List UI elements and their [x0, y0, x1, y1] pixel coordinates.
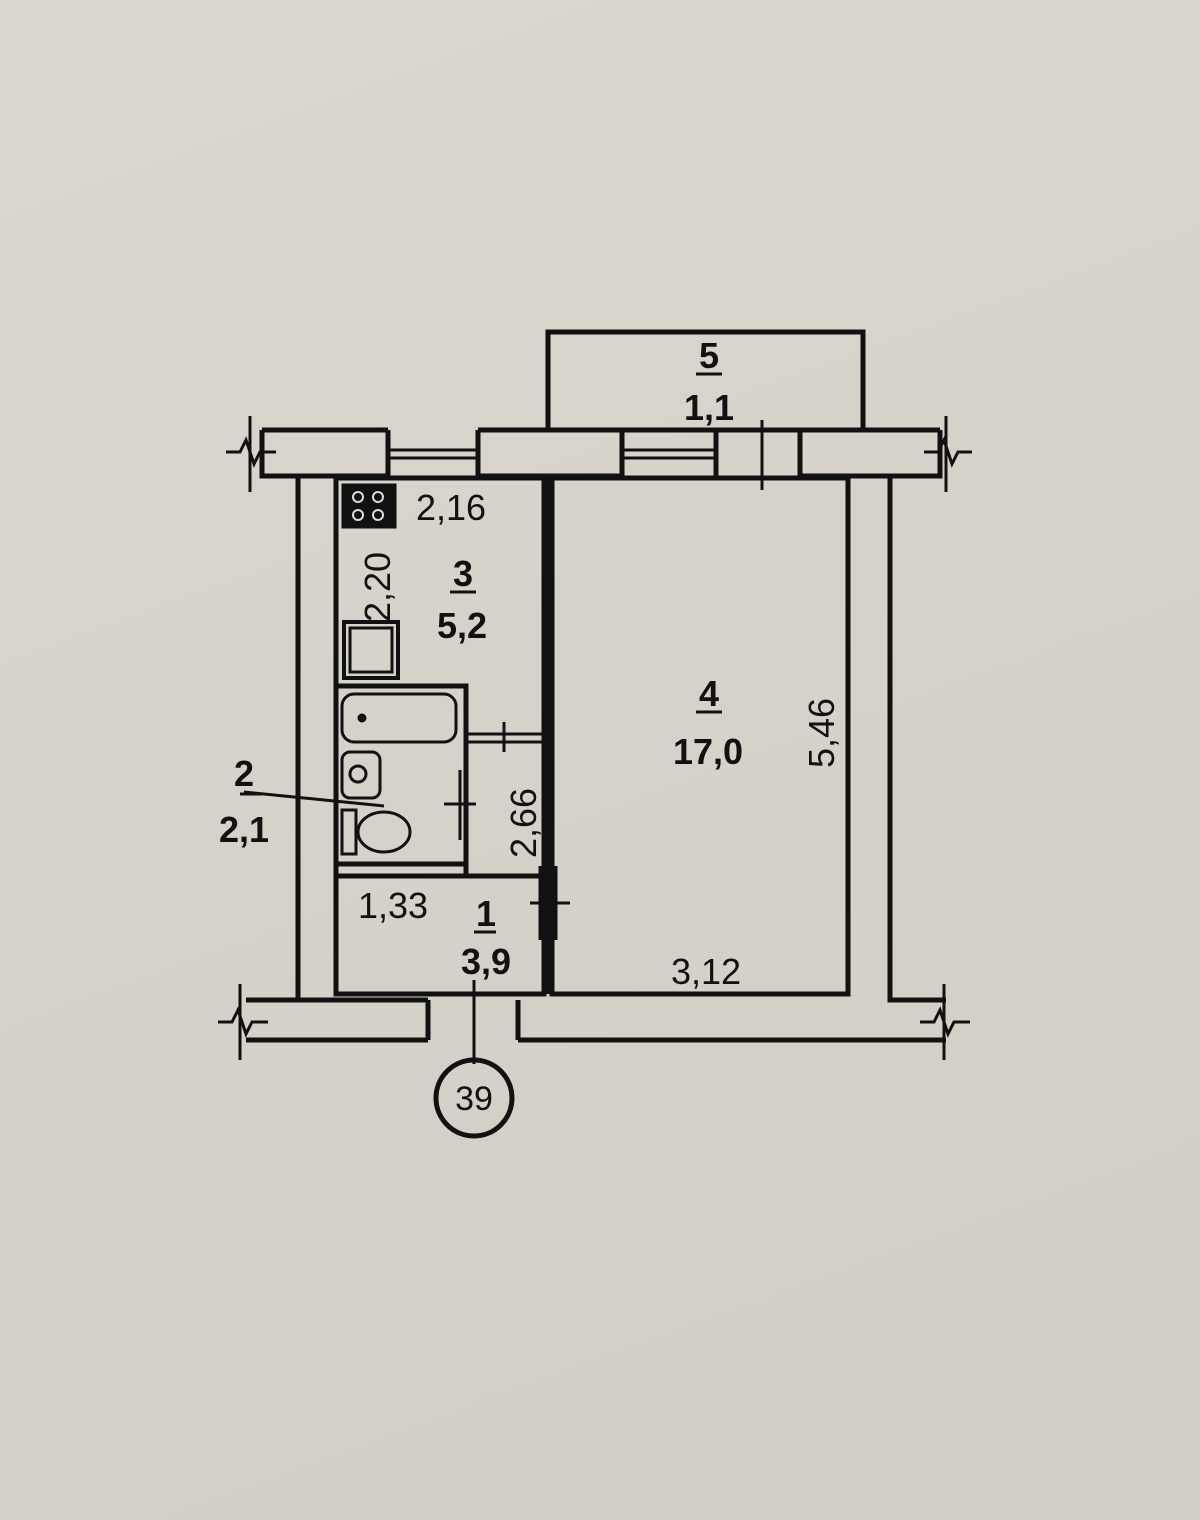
kitchen-window: [385, 430, 481, 476]
room-5-number: 5: [699, 335, 719, 376]
room-2-number: 2: [234, 753, 254, 794]
room-width-dim: 3,12: [671, 951, 741, 992]
room-4-area: 17,0: [673, 731, 743, 772]
room-4-number: 4: [699, 673, 719, 714]
toilet-icon: [340, 808, 412, 856]
room-2-area: 2,1: [219, 809, 269, 850]
hall-width-dim: 1,33: [358, 885, 428, 926]
kitchen-length-dim: 2,20: [357, 552, 398, 622]
sink-icon: [340, 750, 382, 800]
room-window: [619, 430, 719, 476]
kitchen-width-dim: 2,16: [416, 487, 486, 528]
balcony-outline: [545, 329, 866, 433]
outer-wall-right-inner: [887, 430, 946, 1003]
room-1-number: 1: [476, 893, 496, 934]
apartment-number-circle: [433, 1057, 515, 1139]
wall-break-marks: [218, 416, 972, 1060]
room-3-number: 3: [453, 553, 473, 594]
room-length-dim: 5,46: [801, 698, 842, 768]
bathroom-outline: [333, 683, 469, 867]
stove-icon: [341, 483, 397, 529]
room-1-area: 3,9: [461, 941, 511, 982]
room-3-area: 5,2: [437, 605, 487, 646]
kitchen-sink-icon: [342, 620, 400, 680]
bathtub-icon: [340, 692, 458, 744]
room-4-outline: [549, 475, 851, 997]
door-bathroom: [444, 770, 476, 840]
door-room-4: [530, 866, 570, 940]
door-bath-kitchen: [466, 722, 544, 752]
room-2-leader: [243, 790, 385, 808]
room-5-area: 1,1: [684, 387, 734, 428]
outer-wall-left-inner: [246, 430, 301, 1003]
bath-length-dim: 2,66: [503, 788, 544, 858]
apartment-number: 39: [455, 1080, 493, 1118]
